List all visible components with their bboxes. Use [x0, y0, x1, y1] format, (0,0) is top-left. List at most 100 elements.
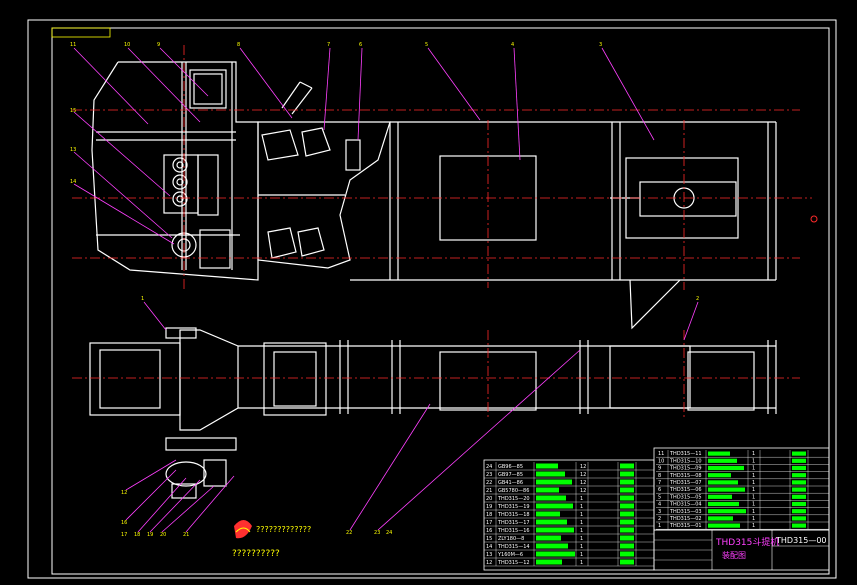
bom-left-code: GB5780—86 — [498, 488, 529, 494]
callout-14: 14 — [70, 179, 76, 185]
bom-left-no: 15 — [486, 536, 492, 542]
bom-left-no: 14 — [486, 544, 492, 550]
callout-5: 5 — [425, 42, 428, 48]
callout-10: 10 — [124, 42, 130, 48]
bom-right-no: 2 — [658, 516, 661, 522]
callout-3: 3 — [599, 42, 602, 48]
callout-22: 22 — [346, 530, 352, 536]
bom-left-code: THD315—17 — [497, 520, 530, 526]
callout-6: 6 — [359, 42, 362, 48]
elevation-view — [91, 61, 777, 330]
bom-left-qty: 1 — [580, 512, 583, 518]
bom-right-qty: 1 — [752, 509, 755, 515]
bom-right-code: THD315—10 — [669, 458, 702, 464]
bom-right-no: 8 — [658, 473, 661, 479]
bom-right-no: 5 — [658, 494, 661, 500]
bom-right-no: 3 — [658, 509, 661, 515]
callout-9: 9 — [157, 42, 160, 48]
discharge-fitting — [345, 139, 361, 171]
callout-numbers: 11 10 9 8 7 6 5 4 3 15 13 14 1 2 12 16 1… — [70, 42, 699, 538]
bom-right-no: 7 — [658, 480, 661, 486]
bom-right-qty: 1 — [752, 494, 755, 500]
inspection-door-head — [189, 69, 227, 109]
callout-8: 8 — [237, 42, 240, 48]
bom-right-code: THD315—07 — [669, 480, 702, 486]
bom-right-no: 10 — [658, 458, 664, 464]
bom-left-code: THD315—19 — [497, 504, 530, 510]
drawing-note-2: ?????????? — [232, 549, 280, 559]
bom-right-no: 4 — [658, 502, 661, 508]
bom-left-row: 12 THD315—12 1 — [484, 559, 654, 567]
company-logo — [234, 520, 252, 539]
head-plan-frame — [89, 342, 181, 416]
bom-left-no: 24 — [486, 464, 492, 470]
callout-21: 21 — [183, 532, 189, 538]
bom-left-qty: 1 — [580, 496, 583, 502]
callout-13: 13 — [70, 147, 76, 153]
drawing-title: THD315斗提机 — [715, 536, 779, 548]
inner-frame — [51, 27, 830, 575]
bom-right-code: THD315—06 — [669, 487, 702, 493]
bom-left-no: 18 — [486, 512, 492, 518]
bom-left-qty: 1 — [580, 528, 583, 534]
callout-18: 18 — [134, 532, 140, 538]
bom-right-code: THD315—02 — [669, 516, 702, 522]
title-block: THD315斗提机 装配图 THD315—00 — [653, 529, 830, 571]
tail-plan — [609, 345, 691, 409]
bom-left-row: 16 THD315—16 1 — [484, 527, 654, 535]
bom-left-no: 12 — [486, 560, 492, 566]
bom-left-code: THD315—16 — [497, 528, 530, 534]
bom-left-code: ZLY180—8 — [498, 536, 524, 542]
bom-right-no: 6 — [658, 487, 661, 493]
bom-right-no: 1 — [658, 523, 661, 529]
callout-19: 19 — [147, 532, 153, 538]
callout-11: 11 — [70, 42, 76, 48]
bom-left-qty: 1 — [580, 520, 583, 526]
bom-left-qty: 1 — [580, 560, 583, 566]
callout-17: 17 — [121, 532, 127, 538]
callout-20: 20 — [160, 532, 166, 538]
bom-left-code: THD315—12 — [497, 560, 530, 566]
drawing-subtitle: 装配图 — [722, 550, 746, 560]
bom-right-no: 11 — [658, 451, 664, 457]
bom-left-code: THD315—14 — [497, 544, 530, 550]
callout-15: 15 — [70, 108, 76, 114]
bom-left-no: 20 — [486, 496, 492, 502]
callout-4: 4 — [511, 42, 514, 48]
bom-left-row: 18 THD315—18 1 — [484, 511, 654, 519]
bom-left-code: THD315—18 — [497, 512, 530, 518]
bom-left-no: 21 — [486, 488, 492, 494]
bom-right-qty: 1 — [752, 473, 755, 479]
head-housing — [91, 61, 259, 281]
bom-right-qty: 1 — [752, 466, 755, 472]
bom-left-no: 13 — [486, 552, 492, 558]
bom-left-qty: 12 — [580, 464, 586, 470]
callout-12: 12 — [121, 490, 127, 496]
plan-view — [89, 327, 777, 499]
callout-1: 1 — [141, 296, 144, 302]
callout-23: 23 — [374, 530, 380, 536]
bom-right-code: THD315—01 — [669, 523, 702, 529]
bom-right-code: THD315—11 — [669, 451, 702, 457]
bom-left-no: 16 — [486, 528, 492, 534]
reducer-plan — [165, 461, 207, 487]
centerlines — [72, 45, 812, 420]
